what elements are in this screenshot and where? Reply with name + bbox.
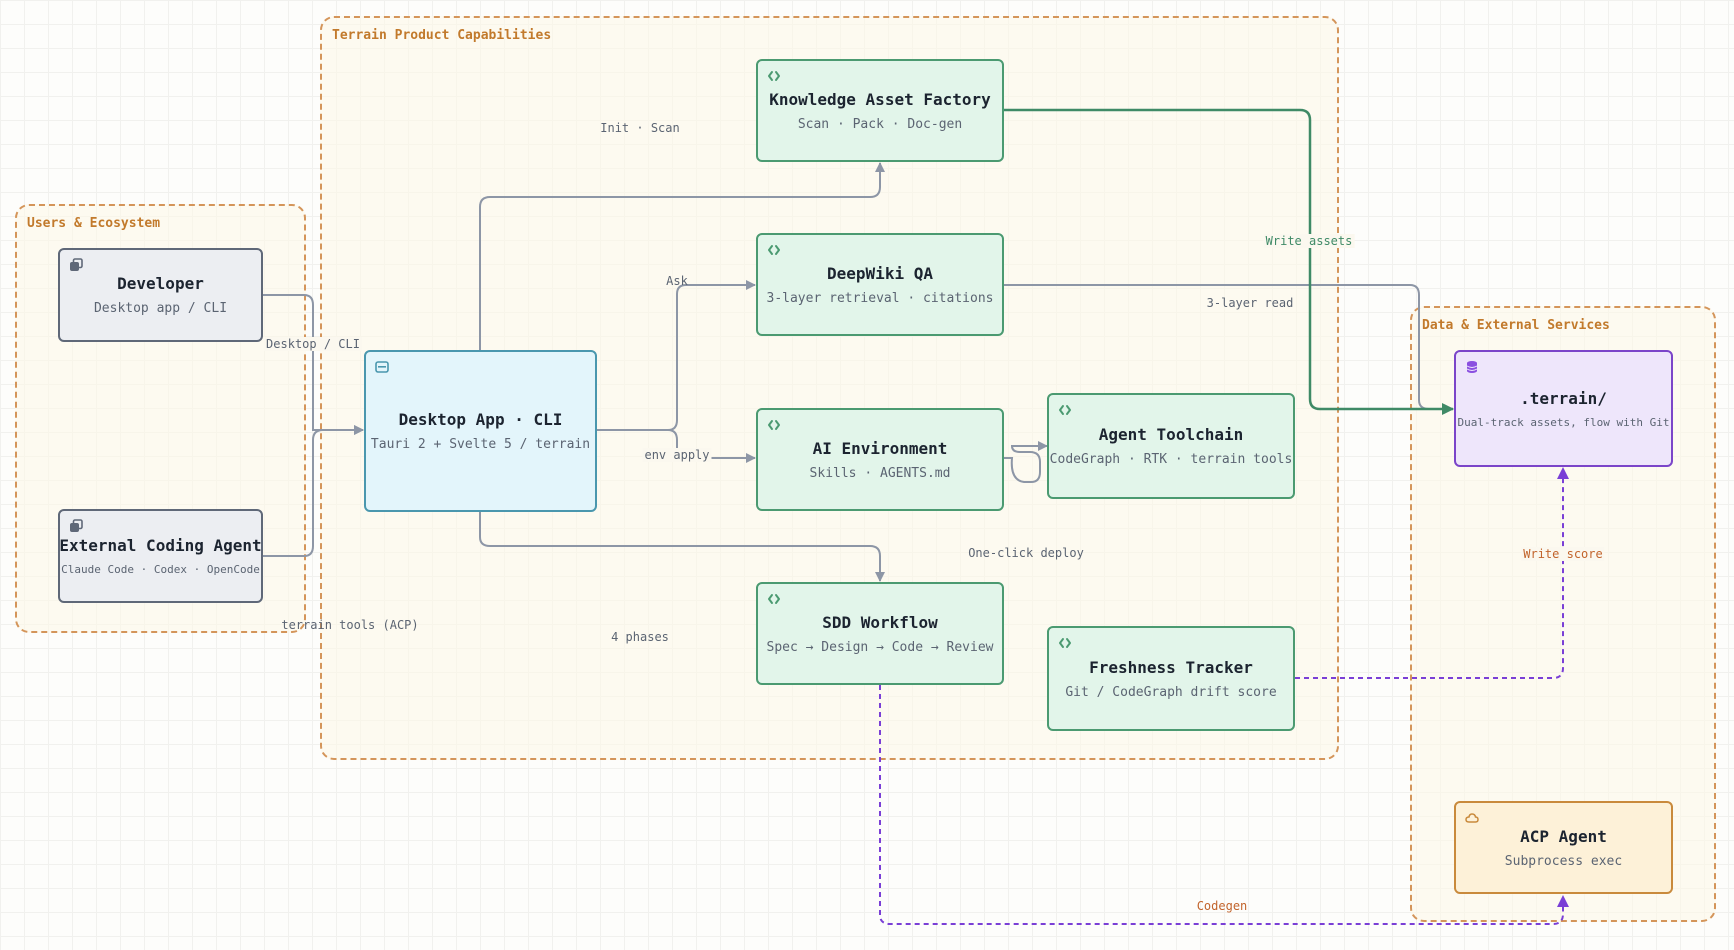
group-title-services: Data & External Services: [1422, 318, 1610, 333]
code-brackets-icon: [768, 245, 780, 255]
node-terrain-dir[interactable]: .terrain/ Dual-track assets, flow with G…: [1454, 350, 1673, 467]
edge-label-desktop-cli: Desktop / CLI: [264, 337, 362, 351]
window-stack-icon: [70, 258, 83, 271]
edge-label-write-score: Write score: [1521, 547, 1605, 561]
code-brackets-icon: [1059, 405, 1071, 415]
edge-label-init-scan: Init · Scan: [600, 121, 680, 135]
node-freshness-tracker-title: Freshness Tracker: [1089, 657, 1253, 677]
node-developer[interactable]: Developer Desktop app / CLI: [58, 248, 263, 342]
edge-desktop-knowledge: [479, 162, 885, 350]
edge-label-one-click-deploy: One-click deploy: [968, 546, 1084, 560]
node-external-agent[interactable]: External Coding Agent Claude Code · Code…: [58, 509, 263, 603]
node-knowledge-factory-sub: Scan · Pack · Doc-gen: [797, 116, 963, 132]
node-sdd-workflow-sub: Spec → Design → Code → Review: [766, 639, 994, 655]
node-terrain-dir-sub: Dual-track assets, flow with Git: [1457, 415, 1670, 429]
node-acp-agent-sub: Subprocess exec: [1504, 853, 1623, 869]
node-agent-toolchain[interactable]: Agent Toolchain CodeGraph · RTK · terrai…: [1047, 393, 1295, 499]
node-deepwiki-qa-sub: 3-layer retrieval · citations: [766, 290, 994, 306]
database-icon: [1466, 361, 1478, 373]
node-agent-toolchain-title: Agent Toolchain: [1098, 425, 1244, 444]
edge-label-three-layer-read: 3-layer read: [1206, 296, 1294, 310]
node-terrain-dir-title: .terrain/: [1520, 388, 1607, 408]
group-title-users: Users & Ecosystem: [27, 216, 161, 231]
group-title-capabilities: Terrain Product Capabilities: [332, 28, 552, 43]
node-agent-toolchain-sub: CodeGraph · RTK · terrain tools: [1049, 452, 1293, 467]
edge-label-write-assets: Write assets: [1263, 234, 1355, 248]
edge-desktop-deepwiki: [597, 280, 756, 431]
node-freshness-tracker-sub: Git / CodeGraph drift score: [1065, 684, 1277, 700]
node-ai-environment[interactable]: AI Environment Skills · AGENTS.md: [756, 408, 1004, 511]
node-sdd-workflow-title: SDD Workflow: [822, 612, 938, 632]
node-desktop-app-sub: Tauri 2 + Svelte 5 / terrain: [370, 437, 591, 452]
edge-developer-desktop: [263, 294, 364, 435]
edge-aienv-toolchain: [1004, 441, 1048, 483]
edge-knowledge-terrain: [1004, 108, 1454, 415]
node-freshness-tracker[interactable]: Freshness Tracker Git / CodeGraph drift …: [1047, 626, 1295, 731]
edge-desktop-sdd: [479, 512, 885, 582]
edge-sdd-acp: [879, 685, 1569, 925]
node-ai-environment-title: AI Environment: [812, 438, 948, 458]
node-developer-sub: Desktop app / CLI: [93, 301, 228, 316]
node-external-agent-title: External Coding Agent: [59, 536, 262, 555]
app-window-icon: [375, 361, 389, 373]
node-acp-agent-title: ACP Agent: [1520, 826, 1607, 846]
edge-agent-desktop: [263, 425, 364, 557]
code-brackets-icon: [768, 420, 780, 430]
node-deepwiki-qa-title: DeepWiki QA: [827, 263, 933, 283]
node-deepwiki-qa[interactable]: DeepWiki QA 3-layer retrieval · citation…: [756, 233, 1004, 336]
code-brackets-icon: [1059, 638, 1071, 648]
cloud-icon: [1465, 813, 1479, 823]
node-knowledge-factory-title: Knowledge Asset Factory: [769, 89, 991, 109]
window-stack-icon: [70, 519, 83, 532]
node-desktop-app-title: Desktop App · CLI: [398, 410, 563, 429]
node-sdd-workflow[interactable]: SDD Workflow Spec → Design → Code → Revi…: [756, 582, 1004, 685]
edge-label-ask: Ask: [666, 274, 688, 288]
code-brackets-icon: [768, 71, 780, 81]
code-brackets-icon: [768, 594, 780, 604]
node-external-agent-sub: Claude Code · Codex · OpenCode: [61, 563, 260, 576]
edge-label-env-apply: env apply: [642, 448, 712, 462]
node-knowledge-factory[interactable]: Knowledge Asset Factory Scan · Pack · Do…: [756, 59, 1004, 162]
edge-freshness-terrain: [1295, 467, 1569, 679]
node-desktop-app[interactable]: Desktop App · CLI Tauri 2 + Svelte 5 / t…: [364, 350, 597, 512]
edge-label-four-phases: 4 phases: [611, 630, 669, 644]
edge-label-terrain-tools: terrain tools (ACP): [281, 618, 419, 632]
node-ai-environment-sub: Skills · AGENTS.md: [809, 465, 951, 481]
node-acp-agent[interactable]: ACP Agent Subprocess exec: [1454, 801, 1673, 894]
edge-label-codegen: Codegen: [1196, 899, 1248, 913]
node-developer-title: Developer: [117, 274, 204, 293]
